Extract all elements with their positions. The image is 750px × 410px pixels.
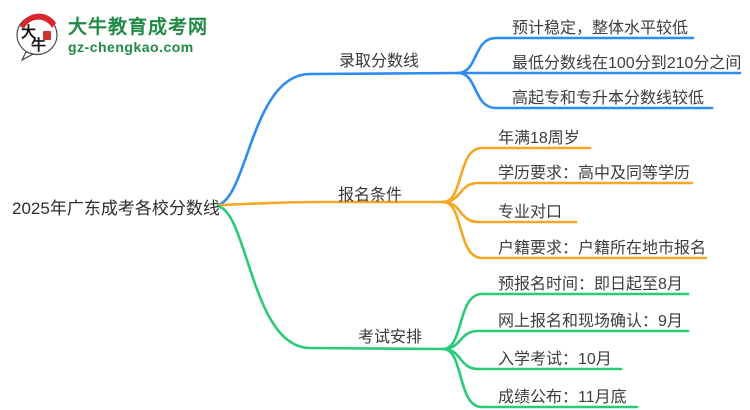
site-name: 大牛教育成考网 (68, 17, 209, 38)
leaf-node-education-requirement[interactable]: 学历要求：高中及同等学历 (498, 165, 691, 182)
leaf-node-preregistration-time[interactable]: 预报名时间：即日起至8月 (498, 276, 683, 293)
branch-node-registration-conditions[interactable]: 报名条件 (338, 187, 403, 204)
leaf-node-results-announcement[interactable]: 成绩公布：11月底 (498, 389, 627, 406)
svg-text:大: 大 (21, 23, 36, 41)
edge-group-admission-scores (216, 36, 742, 207)
svg-text:牛: 牛 (31, 36, 46, 54)
leaf-node-residence-requirement[interactable]: 户籍要求：户籍所在地市报名 (498, 240, 707, 257)
leaf-node-online-registration[interactable]: 网上报名和现场确认：9月 (498, 313, 683, 330)
site-domain: gz-chengkao.com (68, 39, 194, 55)
leaf-node-age-requirement[interactable]: 年满18周岁 (498, 130, 580, 147)
branch-node-admission-scores[interactable]: 录取分数线 (339, 53, 420, 70)
leaf-node-score-lower[interactable]: 高起专和专升本分数线较低 (512, 90, 705, 107)
root-node[interactable]: 2025年广东成考各校分数线 (12, 199, 220, 218)
leaf-node-entrance-exam[interactable]: 入学考试：10月 (498, 351, 612, 368)
leaf-node-score-stable[interactable]: 预计稳定，整体水平较低 (512, 20, 689, 37)
edge-group-registration-conditions (216, 146, 708, 260)
leaf-node-major-match[interactable]: 专业对口 (498, 204, 563, 221)
site-logo[interactable]: 大 牛 大牛教育成考网 gz-chengkao.com (14, 10, 208, 62)
branch-node-exam-schedule[interactable]: 考试安排 (358, 329, 423, 346)
daniu-bull-icon: 大 牛 (16, 13, 58, 62)
edge-group-exam-schedule (216, 204, 690, 409)
leaf-node-score-range[interactable]: 最低分数线在100分到210分之间 (512, 55, 742, 72)
